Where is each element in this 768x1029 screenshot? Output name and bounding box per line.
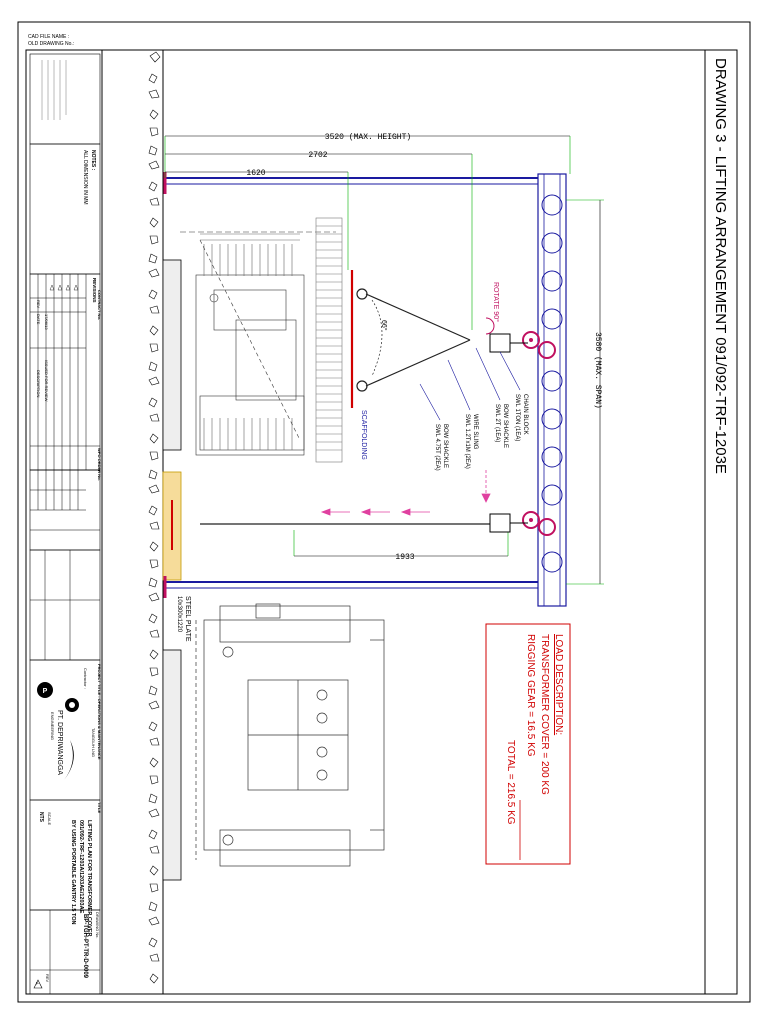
tangguh-logo-icon	[64, 740, 74, 780]
scale-label: SCALE	[47, 812, 52, 825]
dimension-lines	[164, 135, 604, 585]
bow-shackle-1-label: BOW SHACKLE	[502, 404, 508, 448]
cad-file-name: CAD FILE NAME :	[28, 34, 69, 40]
contractor-label: Contractor :	[83, 668, 88, 689]
transformer-side-view	[195, 603, 385, 867]
project-title: PROJECT TITLE : OPERATIONS & MAINTENANCE	[97, 664, 102, 760]
portable-gantry	[163, 172, 567, 607]
load-description-box	[485, 623, 571, 865]
svg-text:P: P	[43, 688, 48, 695]
rev-triangle-icon	[33, 979, 43, 989]
drawing-no-box	[29, 909, 101, 995]
scaffolding	[315, 217, 343, 463]
transformer	[180, 231, 336, 456]
load-description-title: LOAD DESCRIPTION:	[553, 634, 564, 735]
drawing-title: DRAWING 3 - LIFTING ARRANGEMENT 091/092-…	[712, 58, 729, 474]
load-line-rigging: RIGGING GEAR = 16.5 KG	[525, 634, 536, 757]
description-header: DESCRIPTION	[36, 370, 41, 397]
transformer-plinth	[162, 259, 182, 451]
chain-block-label: CHAIN BLOCK	[522, 394, 528, 435]
trolley-1	[522, 331, 556, 359]
notes-main-box	[29, 143, 101, 275]
rev-value: A	[35, 982, 40, 985]
dim-max-height: 3520 (MAX. HEIGHT)	[325, 133, 411, 142]
steel-plate-label: STEEL PLATE	[184, 596, 191, 642]
dim-1933: 1933	[395, 553, 414, 562]
revisions-label: REVISIONS	[92, 278, 97, 303]
notes-label: NOTES :	[90, 150, 96, 171]
wire-sling-label: WIRE SLING	[472, 414, 478, 450]
dim-max-span: 3580 (MAX. SPAN)	[593, 332, 602, 409]
date-header: DATE	[36, 314, 41, 325]
drawing-no: BP-TGH-PT-TR-D-0009	[82, 914, 88, 979]
bow-shackle-2-spec: SWL 4.75T (2EA)	[434, 424, 440, 471]
ground-strip	[148, 50, 164, 994]
scale-value: NTS	[38, 812, 44, 823]
notes-box	[29, 53, 101, 145]
company-block	[29, 659, 101, 801]
sling-angle: 66°	[380, 320, 388, 331]
company-sub: ENGINEERING	[50, 712, 55, 740]
load-line-cover: TRANSFORMER COVER = 200 KG	[539, 634, 550, 795]
tangguh-label: TANGGUH LNG	[91, 728, 96, 757]
wire-sling-spec: SWL 1.2Tx1M (2EA)	[464, 414, 470, 469]
rev0-description: ISSUED FOR REVIEW	[44, 360, 49, 402]
company-logo-icon	[37, 682, 53, 698]
title-line-1: LIFTING PLAN FOR TRANSFORMER COVER	[86, 820, 92, 936]
trolley-2	[522, 511, 556, 536]
company-name: PT. DEPRIWANGGA	[56, 710, 63, 775]
title-line-3: BY USING PORTABLE GANTRY 1.5 TON	[70, 820, 76, 925]
bow-shackle-1-spec: SWL 2T (1EA)	[494, 404, 500, 442]
scaffolding-label: SCAFFOLDING	[360, 410, 367, 460]
title-line-2: 091/092-TRF-1203A/1203AE/1203AE	[78, 820, 84, 914]
bow-shackle-2-label: BOW SHACKLE	[442, 424, 448, 468]
transformer-plinth-lower	[162, 649, 182, 881]
wpo-order-label: WPO ORDER No.	[97, 448, 102, 481]
outer-border	[17, 21, 751, 1003]
dim-1620: 1620	[246, 169, 265, 178]
movement-arrows	[320, 470, 491, 516]
rotate-arrow-icon	[485, 317, 495, 335]
steel-plate-spec: 10x300x1220	[176, 596, 182, 633]
note-1: ALL DIMENSION IN MM	[82, 150, 88, 205]
gantry-beam	[537, 173, 567, 607]
chain-block-spec: SWL 1TON (1EA)	[514, 394, 520, 441]
inner-border	[25, 49, 738, 995]
title-label: TITLE	[97, 802, 102, 813]
contract-label: CONTRACT No.	[97, 290, 102, 320]
rotate-label: ROTATE 90°	[492, 282, 500, 322]
rev0-date: 17/06/13	[44, 314, 49, 330]
wire-slings	[200, 288, 498, 525]
callout-leaders	[419, 347, 521, 421]
drawing-no-label: DRAWING No.	[95, 912, 100, 939]
signature-block	[29, 549, 101, 661]
load-total: TOTAL = 216.5 KG	[505, 740, 516, 825]
rev-no-header: REV	[36, 300, 41, 309]
dim-2702: 2702	[308, 151, 327, 160]
old-drawing-no: OLD DRAWING No.:	[28, 41, 74, 47]
title-block: NOTES : ALL DIMENSION IN MM REVISIONS RE…	[29, 53, 102, 995]
chain-block	[489, 333, 528, 533]
rev-label: REV	[45, 974, 50, 983]
